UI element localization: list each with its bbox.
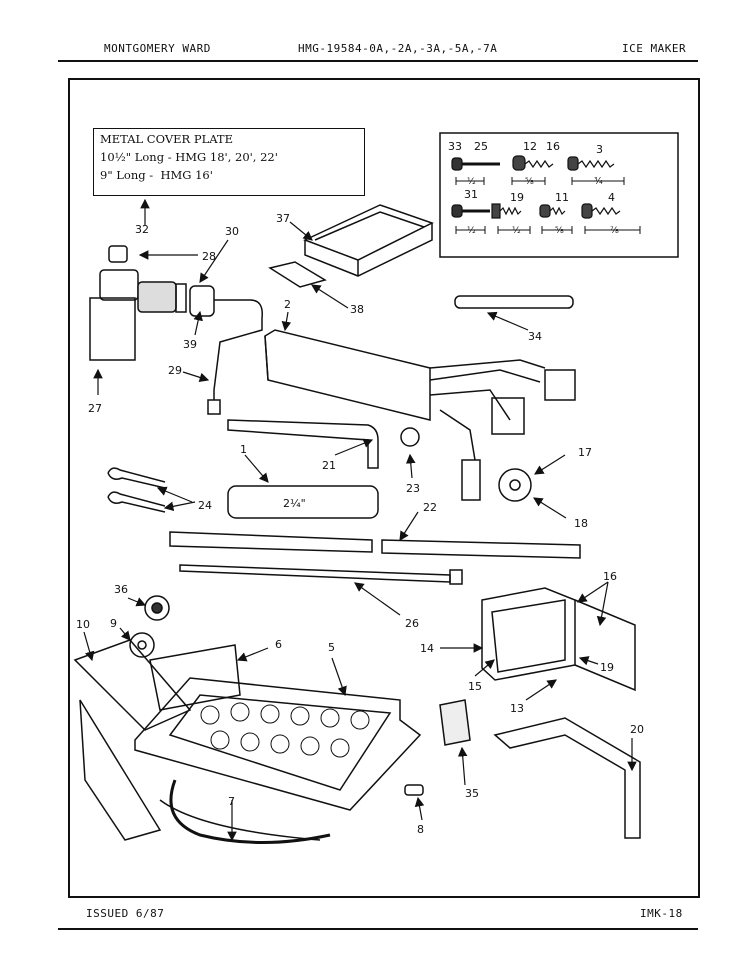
- issue-date: ISSUED 6/87: [86, 907, 165, 920]
- callout-22: 22: [423, 501, 437, 514]
- header-rule: [58, 60, 698, 62]
- callout-16-screw: 16: [546, 140, 560, 153]
- callout-12: 12: [523, 140, 537, 153]
- callout-27: 27: [88, 402, 102, 415]
- washer: [498, 468, 532, 502]
- water-valve-assembly: [89, 245, 263, 415]
- hose-clamp: [400, 427, 420, 447]
- cover-plate-box: METAL COVER PLATE 10½" Long - HMG 18', 2…: [93, 128, 365, 196]
- fill-tube-bent: [227, 419, 379, 469]
- tray-clip: [268, 261, 327, 288]
- dim-screw-3: ¾: [594, 177, 603, 187]
- dim-screw-12: ⅝: [525, 177, 534, 187]
- callout-13: 13: [510, 702, 524, 715]
- callout-4: 4: [608, 191, 615, 204]
- callout-26: 26: [405, 617, 419, 630]
- dim-screw-19: ½: [512, 226, 521, 236]
- callout-3: 3: [596, 143, 603, 156]
- long-rod: [169, 531, 581, 559]
- diagram-frame: [68, 78, 700, 898]
- cover-plate-line-short: 9" Long - HMG 16': [100, 168, 213, 182]
- callout-7: 7: [228, 795, 235, 808]
- callout-28: 28: [202, 250, 216, 263]
- dim-screw-31: ½: [467, 226, 476, 236]
- mounting-bracket: [493, 717, 641, 839]
- section-title: ICE MAKER: [622, 42, 687, 55]
- callout-24: 24: [198, 499, 212, 512]
- callout-34: 34: [528, 330, 542, 343]
- screw-box: [439, 132, 679, 258]
- callout-9: 9: [110, 617, 117, 630]
- callout-25: 25: [474, 140, 488, 153]
- callout-labels: 1 2 3 4 5 6 7 8 9 10 11 12 13 14 15 16 1…: [76, 140, 644, 836]
- callout-6: 6: [275, 638, 282, 651]
- wiring-harness: [264, 329, 576, 501]
- callout-15: 15: [468, 680, 482, 693]
- callout-33: 33: [448, 140, 462, 153]
- dim-screw-25: ½: [467, 177, 476, 187]
- callout-19-cover: 19: [600, 661, 614, 674]
- callout-16-cover: 16: [603, 570, 617, 583]
- screw-dimension-lines: [455, 177, 641, 234]
- cover-plate-title: METAL COVER PLATE: [100, 132, 233, 146]
- ice-bin-tray: [303, 204, 434, 277]
- callout-arrows: [83, 198, 637, 842]
- brand-name: MONTGOMERY WARD: [104, 42, 211, 55]
- front-cover: [481, 587, 636, 692]
- model-numbers: HMG-19584-0A,-2A,-3A,-5A,-7A: [298, 42, 498, 55]
- page-code: IMK-18: [640, 907, 683, 920]
- callout-37: 37: [276, 212, 290, 225]
- cotter-pins: [107, 467, 166, 513]
- callout-5: 5: [328, 641, 335, 654]
- callout-20: 20: [630, 723, 644, 736]
- cable-tie: [179, 564, 463, 585]
- adjust-screw: [404, 784, 424, 796]
- callout-10: 10: [76, 618, 90, 631]
- cover-plate-line-long: 10½" Long - HMG 18', 20', 22': [100, 150, 278, 164]
- callout-39: 39: [183, 338, 197, 351]
- callout-11: 11: [555, 191, 569, 204]
- retainer-clip: [439, 699, 471, 746]
- heater-tube: [227, 485, 379, 519]
- callout-2: 2: [284, 298, 291, 311]
- callout-36: 36: [114, 583, 128, 596]
- dim-screw-4: ⅞: [610, 226, 619, 236]
- ice-mold-cups: [200, 702, 370, 758]
- callout-17: 17: [578, 446, 592, 459]
- callout-1: 1: [240, 443, 247, 456]
- grommet: [129, 632, 155, 658]
- callout-14: 14: [420, 642, 434, 655]
- callout-30: 30: [225, 225, 239, 238]
- ice-maker-body: [73, 639, 422, 841]
- callout-19-screw: 19: [510, 191, 524, 204]
- callout-35: 35: [465, 787, 479, 800]
- callout-8: 8: [417, 823, 424, 836]
- dim-screw-11: ⅝: [555, 226, 564, 236]
- rod: [454, 295, 574, 309]
- callout-23: 23: [406, 482, 420, 495]
- callout-38: 38: [350, 303, 364, 316]
- callout-32: 32: [135, 223, 149, 236]
- callout-29: 29: [168, 364, 182, 377]
- screw-set: [451, 155, 621, 219]
- heater-wire: [169, 779, 331, 844]
- tube-dimension-label: 2¼": [283, 497, 306, 510]
- callout-21: 21: [322, 459, 336, 472]
- hex-nut: [144, 595, 170, 621]
- callout-31: 31: [464, 188, 478, 201]
- callout-18: 18: [574, 517, 588, 530]
- footer-rule: [58, 928, 698, 930]
